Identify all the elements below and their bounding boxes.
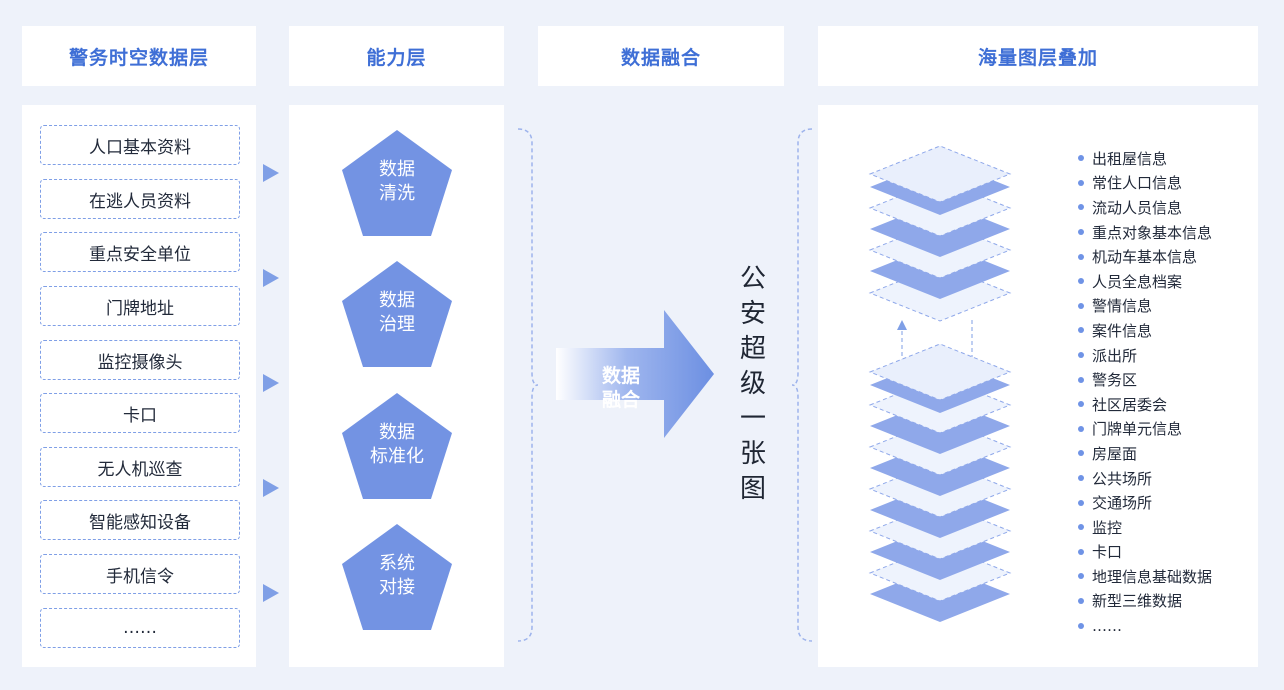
capability-pentagon: 数据 清洗	[340, 128, 454, 238]
layer-list-item: 派出所	[1078, 343, 1212, 368]
bracket-right-icon	[791, 128, 813, 642]
bullet-icon	[1078, 204, 1084, 211]
bullet-icon	[1078, 401, 1084, 408]
layer-list-item: 交通场所	[1078, 490, 1212, 515]
layer-list-item: 卡口	[1078, 540, 1212, 565]
capability-label: 数据 清洗	[379, 159, 415, 204]
bullet-icon	[1078, 229, 1084, 236]
bullet-icon	[1078, 450, 1084, 457]
layer-stack-illustration	[868, 145, 1012, 622]
layer-list-item: 新型三维数据	[1078, 589, 1212, 614]
bullet-icon	[1078, 597, 1084, 604]
bracket-left-icon	[517, 128, 539, 642]
source-item: 监控摄像头	[40, 340, 240, 380]
layer-list-item: 案件信息	[1078, 318, 1212, 343]
bullet-icon	[1078, 179, 1084, 186]
fusion-arrow-icon	[556, 310, 714, 438]
pentagon-shape	[342, 130, 452, 236]
layer-list-item: 门牌单元信息	[1078, 417, 1212, 442]
source-item: 无人机巡查	[40, 447, 240, 487]
bullet-icon	[1078, 425, 1084, 432]
capability-label: 数据 标准化	[370, 422, 424, 467]
source-item: ……	[40, 608, 240, 648]
arrowhead-icon	[263, 584, 279, 602]
bullet-icon	[1078, 475, 1084, 482]
layer-list-item: 常住人口信息	[1078, 171, 1212, 196]
capability-label: 系统 对接	[379, 553, 415, 598]
arrowhead-icon	[263, 479, 279, 497]
bullet-icon	[1078, 622, 1084, 629]
pentagon-shape	[342, 261, 452, 367]
layer-list-item: 重点对象基本信息	[1078, 220, 1212, 245]
bullet-icon	[1078, 548, 1084, 555]
layer-list-item: 机动车基本信息	[1078, 244, 1212, 269]
arrowhead-icon	[263, 269, 279, 287]
pentagon-shape	[342, 393, 452, 499]
pentagon-shape	[342, 524, 452, 630]
source-item: 人口基本资料	[40, 125, 240, 165]
layer-list-item: 出租屋信息	[1078, 146, 1212, 171]
bullet-icon	[1078, 302, 1084, 309]
header-source-layer: 警务时空数据层	[22, 26, 256, 86]
source-item: 在逃人员资料	[40, 179, 240, 219]
layer-list: 出租屋信息 常住人口信息 流动人员信息 重点对象基本信息 机动车基本信息 人员全…	[1078, 146, 1212, 638]
bullet-icon	[1078, 376, 1084, 383]
layer-list-item: 房屋面	[1078, 441, 1212, 466]
bullet-icon	[1078, 352, 1084, 359]
header-capability-layer: 能力层	[289, 26, 504, 86]
source-item: 门牌地址	[40, 286, 240, 326]
layer-list-item: ……	[1078, 613, 1212, 638]
header-data-fusion: 数据融合	[538, 26, 784, 86]
bullet-icon	[1078, 499, 1084, 506]
source-item: 卡口	[40, 393, 240, 433]
source-item: 重点安全单位	[40, 232, 240, 272]
bullet-icon	[1078, 253, 1084, 260]
result-title: 公 安 超 级 一 张 图	[739, 264, 766, 504]
capability-label: 数据 治理	[379, 290, 415, 335]
capability-pentagon: 数据 治理	[340, 259, 454, 369]
layer-list-item: 公共场所	[1078, 466, 1212, 491]
layer-list-item: 社区居委会	[1078, 392, 1212, 417]
bullet-icon	[1078, 327, 1084, 334]
layer-list-item: 警情信息	[1078, 294, 1212, 319]
layer-list-item: 地理信息基础数据	[1078, 564, 1212, 589]
layer-list-item: 警务区	[1078, 367, 1212, 392]
capability-pentagon: 数据 标准化	[340, 391, 454, 501]
layer-list-item: 人员全息档案	[1078, 269, 1212, 294]
arrowhead-icon	[263, 374, 279, 392]
header-layer-overlay: 海量图层叠加	[818, 26, 1258, 86]
source-item: 智能感知设备	[40, 500, 240, 540]
bullet-icon	[1078, 155, 1084, 162]
fusion-arrow-label: 数据 融合	[601, 365, 640, 411]
bullet-icon	[1078, 278, 1084, 285]
arrowhead-icon	[263, 164, 279, 182]
bullet-icon	[1078, 524, 1084, 531]
capability-pentagon: 系统 对接	[340, 522, 454, 632]
source-item: 手机信令	[40, 554, 240, 594]
layer-list-item: 流动人员信息	[1078, 195, 1212, 220]
bullet-icon	[1078, 573, 1084, 580]
layer-list-item: 监控	[1078, 515, 1212, 540]
